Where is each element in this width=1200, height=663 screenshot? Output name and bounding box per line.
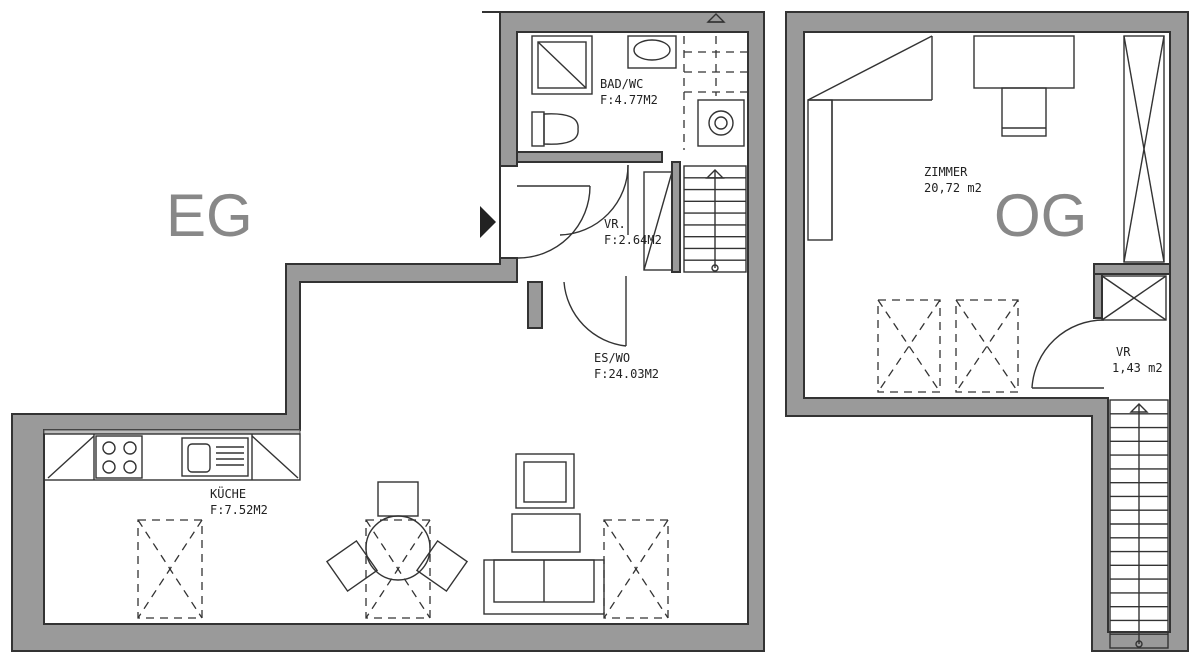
- room-name-eswo: ES/WO: [594, 351, 630, 365]
- room-area-vr-eg: F:2.64M2: [604, 233, 662, 247]
- floor-label-eg: EG: [166, 182, 253, 249]
- room-area-bad: F:4.77M2: [600, 93, 658, 107]
- stairs-eg: [683, 165, 747, 273]
- stairs-og: [1109, 399, 1169, 649]
- dining-set: [325, 481, 469, 593]
- entrance-arrow-icon: [480, 206, 496, 238]
- bathroom-fixtures: [531, 13, 748, 150]
- eg-walls: [11, 11, 765, 652]
- og-walls: [785, 11, 1189, 652]
- living-furniture: [483, 453, 605, 615]
- skylights: [137, 299, 1019, 619]
- room-area-eswo: F:24.03M2: [594, 367, 659, 381]
- room-area-kueche: F:7.52M2: [210, 503, 268, 517]
- room-area-zimmer: 20,72 m2: [924, 181, 982, 195]
- room-name-kueche: KÜCHE: [210, 485, 246, 501]
- room-name-vr-eg: VR.: [604, 217, 626, 231]
- floor-label-og: OG: [994, 182, 1087, 249]
- room-area-vr-og: 1,43 m2: [1112, 361, 1163, 375]
- room-name-zimmer: ZIMMER: [924, 165, 968, 179]
- room-name-vr-og: VR: [1116, 345, 1131, 359]
- kitchen-fixtures: [43, 433, 301, 481]
- vestibule-eg: [480, 164, 673, 347]
- og-furniture: [807, 35, 1167, 389]
- room-name-bad: BAD/WC: [600, 77, 643, 91]
